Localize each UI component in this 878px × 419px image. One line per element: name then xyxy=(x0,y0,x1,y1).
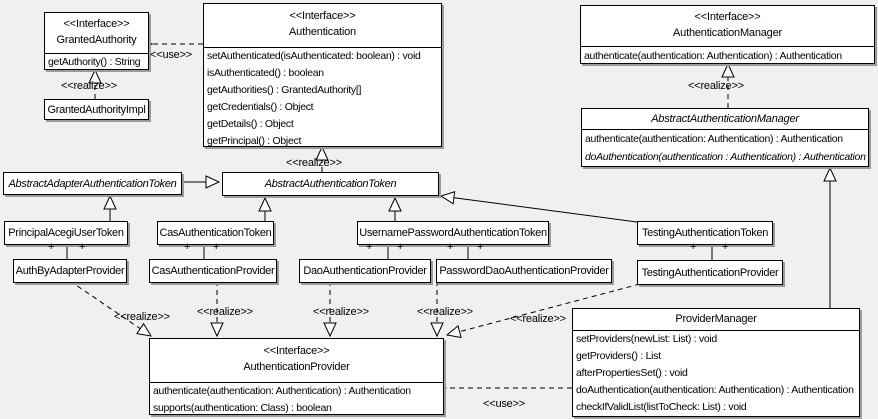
class-abstract-adapter-authentication-token[interactable]: AbstractAdapterAuthenticationToken xyxy=(3,172,182,195)
class-name: CasAuthenticationToken xyxy=(159,227,272,239)
edge-label-realize: <<realize>> xyxy=(61,80,117,92)
class-cas-authentication-token[interactable]: CasAuthenticationToken xyxy=(157,221,274,245)
edge-label-use: <<use>> xyxy=(150,49,193,61)
method: getCredentials() : Object xyxy=(207,101,314,113)
method: getPrincipal() : Object xyxy=(207,135,302,147)
assoc-end-label: + xyxy=(48,241,55,253)
class-name: AbstractAuthenticationToken xyxy=(264,178,397,190)
methods-compartment: getAuthority() : String xyxy=(45,53,148,69)
edge-label-realize: <<realize>> xyxy=(286,157,342,169)
class-dao-authentication-provider[interactable]: DaoAuthenticationProvider xyxy=(299,259,431,283)
assoc-end-label: + xyxy=(477,241,484,253)
class-name: AbstractAuthenticationManager xyxy=(651,113,799,125)
method: authenticate(authentication: Authenticat… xyxy=(585,133,843,145)
edge-label-use: <<use>> xyxy=(483,398,526,410)
class-title: <<Interface>> Authentication xyxy=(204,4,441,47)
methods-compartment: authenticate(authentication: Authenticat… xyxy=(582,129,868,166)
method: getAuthority() : String xyxy=(48,56,141,68)
class-username-password-authentication-token[interactable]: UsernamePasswordAuthenticationToken xyxy=(357,221,549,245)
edge-label-realize: <<realize>> xyxy=(417,306,473,318)
class-name: PrincipalAcegiUserToken xyxy=(8,227,124,239)
class-authentication[interactable]: <<Interface>> Authentication setAuthenti… xyxy=(203,3,442,147)
method: authenticate(authentication: Authenticat… xyxy=(584,50,842,62)
class-name: CasAuthenticationProvider xyxy=(151,265,275,277)
class-authentication-provider[interactable]: <<Interface>> AuthenticationProvider aut… xyxy=(149,338,444,415)
edge-label-realize: <<realize>> xyxy=(510,313,566,325)
class-name: AuthByAdapterProvider xyxy=(15,265,125,277)
class-cas-authentication-provider[interactable]: CasAuthenticationProvider xyxy=(149,259,277,283)
stereotype: <<Interface>> xyxy=(263,345,330,357)
method: afterPropertiesSet() : void xyxy=(576,367,688,379)
edge-generalization-testing-token xyxy=(439,191,638,223)
edge-realize-testing-provider xyxy=(445,283,641,339)
class-name: AuthenticationManager xyxy=(673,27,782,39)
class-auth-by-adapter-provider[interactable]: AuthByAdapterProvider xyxy=(13,259,127,283)
edge-realize-authbyadapter xyxy=(69,280,152,337)
class-title: <<Interface>> AuthenticationProvider xyxy=(150,339,443,382)
method: doAuthentication(authentication: Authent… xyxy=(576,384,854,396)
class-name: AuthenticationProvider xyxy=(243,361,350,373)
assoc-end-label: + xyxy=(184,241,191,253)
edge-label-realize: <<realize>> xyxy=(688,80,744,92)
methods-compartment: authenticate(authentication: Authenticat… xyxy=(150,382,443,414)
method: setAuthenticated(isAuthenticated: boolea… xyxy=(207,50,421,62)
class-authentication-manager[interactable]: <<Interface>> AuthenticationManager auth… xyxy=(580,5,875,64)
edge-label-realize: <<realize>> xyxy=(313,306,369,318)
class-name: ProviderManager xyxy=(675,313,757,325)
class-title: AbstractAuthenticationManager xyxy=(582,109,868,129)
assoc-end-label: + xyxy=(213,241,220,253)
class-name: TestingAuthenticationProvider xyxy=(641,266,779,279)
class-title: ProviderManager xyxy=(573,309,859,330)
class-name: GrantedAuthorityImpl xyxy=(47,103,146,116)
method: isAuthenticated() : boolean xyxy=(207,67,324,79)
class-abstract-authentication-manager[interactable]: AbstractAuthenticationManager authentica… xyxy=(581,108,869,167)
class-name: GrantedAuthority xyxy=(56,34,137,46)
assoc-end-label: + xyxy=(690,241,697,253)
method: authenticate(authentication: Authenticat… xyxy=(153,385,411,397)
class-password-dao-authentication-provider[interactable]: PasswordDaoAuthenticationProvider xyxy=(436,259,612,283)
class-abstract-authentication-token[interactable]: AbstractAuthenticationToken xyxy=(222,172,439,196)
method: setProviders(newList: List) : void xyxy=(576,333,717,345)
class-name: UsernamePasswordAuthenticationToken xyxy=(359,227,547,239)
assoc-end-label: + xyxy=(366,241,373,253)
assoc-end-label: + xyxy=(722,241,729,253)
assoc-end-label: + xyxy=(79,241,86,253)
methods-compartment: setProviders(newList: List) : void getPr… xyxy=(573,330,859,416)
class-title: <<Interface>> GrantedAuthority xyxy=(45,13,148,53)
method: checkIfValidList(listToCheck: List) : vo… xyxy=(576,401,747,413)
edge-label-realize: <<realize>> xyxy=(197,306,253,318)
edge-label-realize: <<realize>> xyxy=(114,311,170,323)
class-principal-acegi-user-token[interactable]: PrincipalAcegiUserToken xyxy=(4,221,128,245)
class-name: Authentication xyxy=(289,26,356,38)
class-name: TestingAuthenticationToken xyxy=(641,227,769,239)
stereotype: <<Interface>> xyxy=(694,11,761,23)
class-testing-authentication-provider[interactable]: TestingAuthenticationProvider xyxy=(637,260,783,285)
class-name: DaoAuthenticationProvider xyxy=(303,265,427,277)
stereotype: <<Interface>> xyxy=(63,18,130,30)
class-provider-manager[interactable]: ProviderManager setProviders(newList: Li… xyxy=(572,308,860,417)
class-name: PasswordDaoAuthenticationProvider xyxy=(439,265,609,277)
class-granted-authority[interactable]: <<Interface>> GrantedAuthority getAuthor… xyxy=(44,12,149,70)
method: getAuthorities() : GrantedAuthority[] xyxy=(207,84,362,96)
class-title: <<Interface>> AuthenticationManager xyxy=(581,6,874,46)
assoc-end-label: + xyxy=(447,241,454,253)
class-name: AbstractAdapterAuthenticationToken xyxy=(8,177,177,190)
method: getProviders() : List xyxy=(576,350,661,362)
class-granted-authority-impl[interactable]: GrantedAuthorityImpl xyxy=(44,99,149,120)
method-abstract: doAuthentication(authentication : Authen… xyxy=(585,151,866,163)
class-testing-authentication-token[interactable]: TestingAuthenticationToken xyxy=(637,221,773,245)
method: getDetails() : Object xyxy=(207,118,294,130)
methods-compartment: setAuthenticated(isAuthenticated: boolea… xyxy=(204,47,441,147)
assoc-end-label: + xyxy=(397,241,404,253)
methods-compartment: authenticate(authentication: Authenticat… xyxy=(581,46,874,63)
method: supports(authentication: Class) : boolea… xyxy=(153,402,332,414)
stereotype: <<Interface>> xyxy=(289,10,356,22)
